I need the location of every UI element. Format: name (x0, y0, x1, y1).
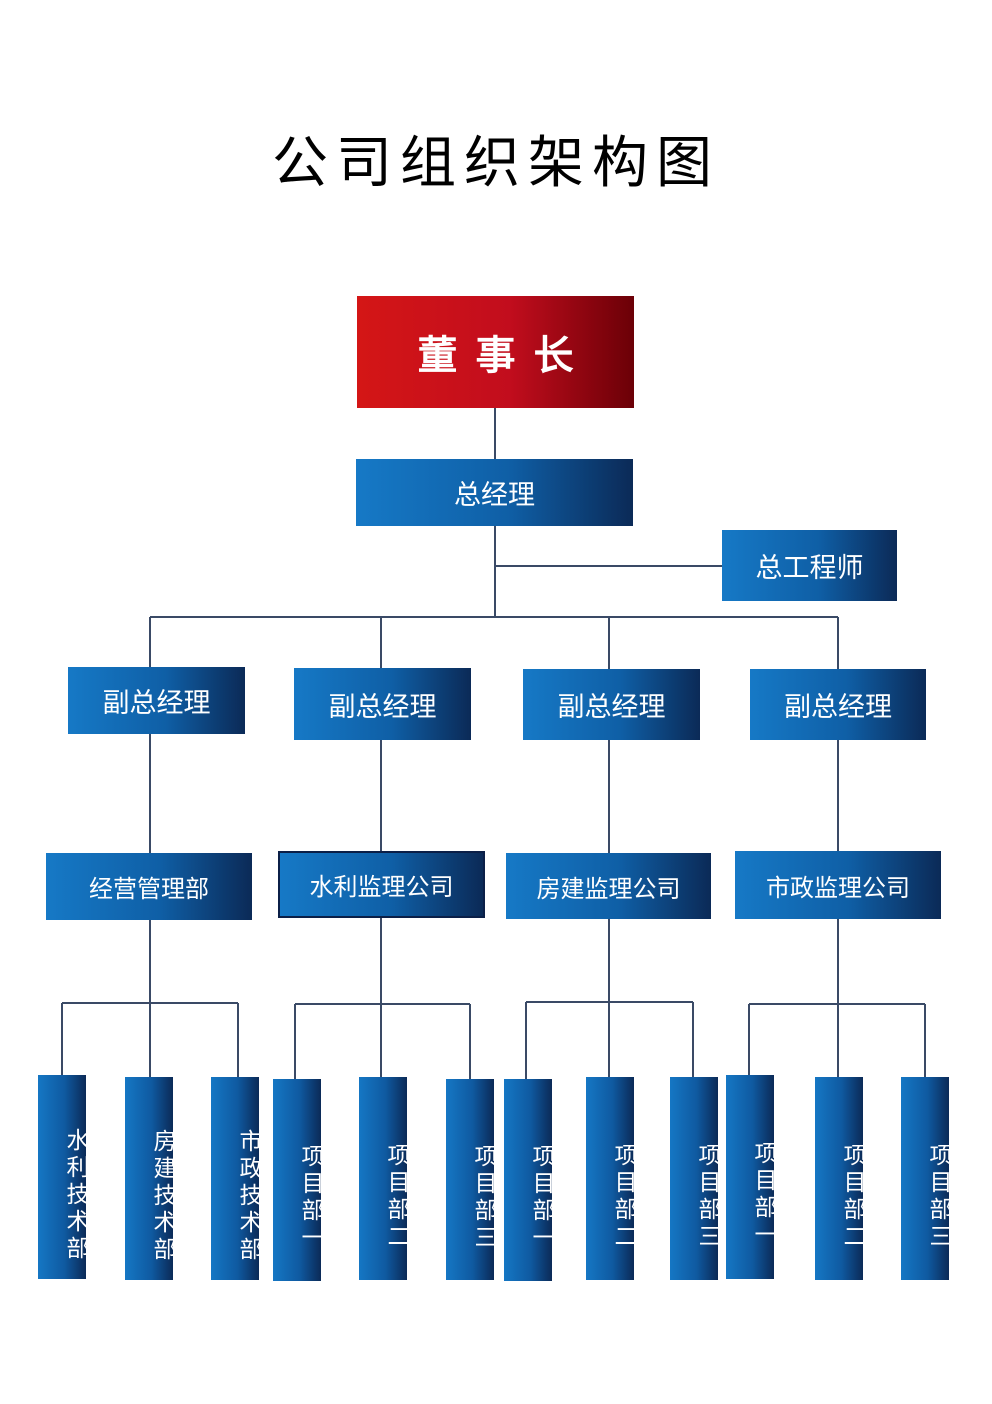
deputy-gm-box: 副总经理 (68, 667, 245, 734)
sub-unit-box: 项目部三 (446, 1079, 496, 1280)
sub-unit-box: 项目部二 (815, 1077, 865, 1280)
sub-unit-box: 项目部二 (359, 1077, 409, 1280)
sub-unit-box: 项目部三 (670, 1077, 720, 1280)
sub-unit-box: 市政技术部 (211, 1077, 261, 1280)
chief-engineer-box: 总工程师 (722, 530, 897, 601)
department-box: 房建监理公司 (506, 853, 711, 919)
sub-unit-box: 水利技术部 (38, 1075, 88, 1279)
deputy-gm-box: 副总经理 (294, 668, 471, 740)
chairman-box: 董事长 (357, 296, 634, 408)
chart-title: 公司组织架构图 (272, 131, 720, 196)
sub-unit-box: 房建技术部 (125, 1077, 175, 1280)
department-box: 水利监理公司 (278, 851, 485, 918)
sub-unit-box: 项目部一 (504, 1079, 554, 1281)
deputy-gm-box: 副总经理 (523, 669, 700, 740)
department-box: 经营管理部 (46, 853, 252, 920)
general-manager-box: 总经理 (356, 459, 633, 526)
sub-unit-box: 项目部一 (726, 1075, 776, 1279)
sub-unit-box: 项目部一 (273, 1079, 323, 1281)
sub-unit-box: 项目部二 (586, 1077, 636, 1280)
deputy-gm-box: 副总经理 (750, 669, 926, 740)
department-box: 市政监理公司 (735, 851, 941, 919)
sub-unit-box: 项目部三 (901, 1077, 951, 1280)
